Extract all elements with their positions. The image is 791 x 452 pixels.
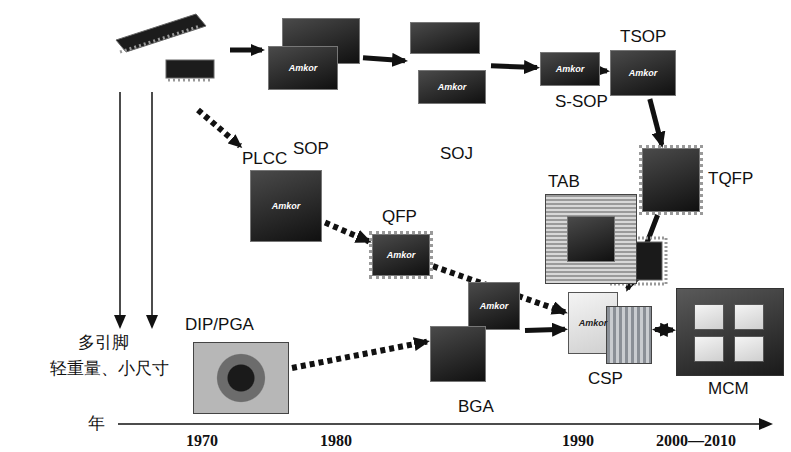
- chip-body: Amkor: [540, 52, 600, 86]
- brand-logo: Amkor: [480, 301, 509, 311]
- flow-arrow: [230, 48, 262, 53]
- package-name: BGA: [458, 398, 494, 417]
- evolution-arrow: [650, 99, 662, 145]
- evolution-arrow: [655, 327, 673, 333]
- year-label: 2000—2010: [656, 432, 736, 450]
- chip-body: [694, 336, 724, 362]
- chip-body: Amkor: [418, 70, 486, 104]
- trend-label: 多引脚: [78, 334, 129, 353]
- trend-arrow: [119, 92, 121, 326]
- package-node: AmkorTSOP: [610, 50, 676, 96]
- evolution-arrow: [525, 329, 565, 330]
- package-node: AmkorCSP: [568, 292, 652, 364]
- chip-body: [642, 148, 700, 212]
- chip-body: [734, 304, 764, 330]
- year-label: 1970: [186, 432, 218, 450]
- package-node: TQFP: [642, 148, 700, 212]
- trend-label: 轻重量、小尺寸: [50, 360, 169, 379]
- chip-body: [567, 216, 615, 262]
- package-node: AmkorSOJ: [408, 22, 488, 106]
- package-name: DIP/PGA: [185, 316, 254, 335]
- package-node: AmkorSOP: [268, 18, 360, 90]
- package-node: AmkorS-SOP: [540, 52, 600, 86]
- year-label: 1990: [562, 432, 594, 450]
- evolution-arrow: [292, 342, 427, 368]
- brand-logo: Amkor: [289, 63, 318, 73]
- evolution-arrow: [363, 58, 405, 61]
- chip-body: [606, 306, 652, 364]
- brand-logo: Amkor: [629, 68, 658, 78]
- dip-chip: [116, 14, 206, 52]
- chip-body: [676, 288, 784, 376]
- chip-body: [734, 336, 764, 362]
- chip-body: [694, 304, 724, 330]
- evolution-arrow: [325, 223, 369, 242]
- axis-label: 年: [88, 415, 105, 434]
- dip-chip-small: [166, 60, 214, 80]
- chip-body: [193, 342, 289, 414]
- flow-arrow: [198, 110, 240, 146]
- package-name: TQFP: [708, 170, 753, 189]
- brand-logo: Amkor: [438, 82, 467, 92]
- chip-body: Amkor: [610, 50, 676, 96]
- package-name: CSP: [588, 370, 623, 389]
- time-axis: [118, 423, 770, 425]
- trend-arrow: [151, 92, 153, 326]
- package-node: AmkorBGA: [430, 282, 522, 382]
- package-name: S-SOP: [555, 93, 608, 112]
- brand-logo: Amkor: [387, 250, 416, 260]
- package-node: AmkorPLCC: [250, 170, 322, 242]
- evolution-arrow: [491, 66, 537, 68]
- package-node: MCM: [676, 288, 784, 376]
- package-name: TSOP: [620, 28, 666, 47]
- package-node: AmkorQFP: [372, 234, 430, 276]
- year-label: 1980: [320, 432, 352, 450]
- chip-body: [430, 326, 486, 382]
- package-name: SOP: [293, 140, 329, 159]
- evolution-arrow: [603, 68, 607, 73]
- brand-logo: Amkor: [272, 201, 301, 211]
- chip-body: [410, 22, 480, 54]
- package-name: MCM: [708, 380, 749, 399]
- package-name: QFP: [382, 208, 417, 227]
- chip-body: Amkor: [372, 234, 430, 276]
- package-name: SOJ: [440, 145, 473, 164]
- package-node: TAB: [545, 194, 637, 284]
- brand-logo: Amkor: [556, 64, 585, 74]
- brand-logo: Amkor: [579, 318, 608, 328]
- chip-body: Amkor: [468, 282, 520, 330]
- chip-body: Amkor: [268, 46, 338, 90]
- package-name: TAB: [548, 173, 580, 192]
- package-node: DIP/PGA: [193, 342, 289, 414]
- chip-body: Amkor: [250, 170, 322, 242]
- package-name: PLCC: [242, 150, 287, 169]
